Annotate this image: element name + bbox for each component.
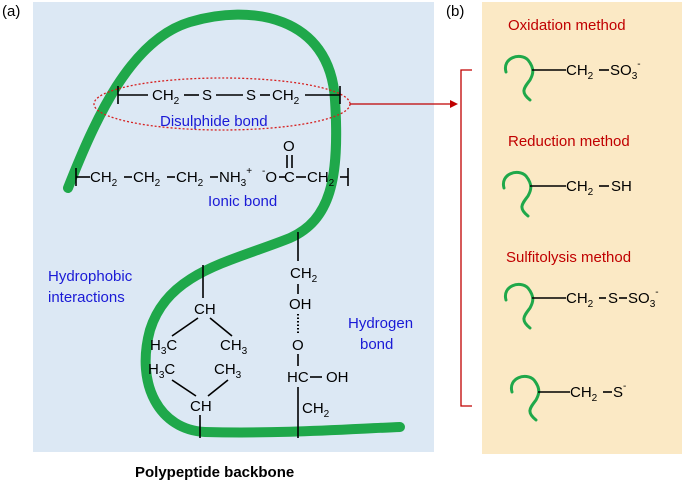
hydrophobic-ch-bottom: CH (190, 398, 212, 415)
ionic-ch2-b: CH2 (133, 169, 161, 189)
ionic-carbonyl-o: O (283, 138, 295, 155)
panel-a-caption: Polypeptide backbone (135, 464, 294, 481)
disulphide-sulfur-1: S (202, 87, 212, 104)
hydrophobic-h3c-left2: H3C (148, 361, 175, 381)
disulphide-ch2-left: CH2 (152, 87, 180, 107)
hydrogen-o-bottom: O (292, 337, 304, 354)
hydrogen-ch2-top: CH2 (290, 265, 318, 285)
hydrogen-ch2-bottom: CH2 (302, 400, 330, 420)
sulfitolysis-so3: SO3- (628, 287, 659, 310)
method-thiolate: CH2 S- (509, 375, 626, 422)
hydrophobic-ch3-right: CH3 (220, 337, 248, 357)
hydrogen-oh-right: OH (326, 369, 349, 386)
method-title-reduction: Reduction method (508, 133, 630, 150)
oxidation-ch2: CH2 (566, 62, 594, 82)
hydrophobic-group: Hydrophobic interactions CH H3C CH3 H3C … (48, 265, 248, 438)
panel-a-background (33, 2, 434, 452)
hydrogen-bond-group: Hydrogen bond CH2 OH O HC OH CH2 (287, 232, 413, 438)
hydrophobic-label-line2: interactions (48, 289, 125, 306)
method-oxidation: Oxidation method CH2 SO3- (503, 17, 641, 102)
ionic-ch2-d: CH2 (307, 169, 335, 189)
sulfitolysis-chain-icon (503, 283, 535, 330)
disulphide-ch2-right: CH2 (272, 87, 300, 107)
thiolate-s-minus: S- (613, 381, 626, 401)
hydrophobic-ch3-right2: CH3 (214, 361, 242, 381)
reduction-chain-icon (501, 171, 533, 218)
polypeptide-backbone (63, 9, 405, 438)
hydrophobic-h3c-left: H3C (150, 337, 177, 357)
method-title-oxidation: Oxidation method (508, 17, 626, 34)
hydrogen-label-line2: bond (360, 336, 393, 353)
hydrophobic-label-line1: Hydrophobic (48, 268, 133, 285)
hydrophobic-ch-top: CH (194, 301, 216, 318)
ionic-bond-group: CH2 CH2 CH2 NH3+ -O O C CH2 Ionic bond (75, 138, 349, 210)
panel-b-label: (b) (446, 3, 464, 20)
connector-arrow (350, 69, 472, 407)
reduction-sh: SH (611, 178, 632, 195)
disulphide-bond-label: Disulphide bond (160, 113, 268, 130)
ionic-bond-label: Ionic bond (208, 193, 277, 210)
ionic-carbon: C (284, 169, 295, 186)
ionic-ch2-a: CH2 (90, 169, 118, 189)
method-sulfitolysis: Sulfitolysis method CH2 S SO3- (503, 249, 659, 330)
oxidation-chain-icon (503, 55, 535, 102)
ionic-nh3-plus: NH3+ (219, 166, 252, 189)
sulfitolysis-s: S (608, 290, 618, 307)
ionic-ch2-c: CH2 (176, 169, 204, 189)
disulphide-sulfur-2: S (246, 87, 256, 104)
panel-a-label: (a) (2, 3, 20, 20)
sulfitolysis-ch2: CH2 (566, 290, 594, 310)
oxidation-so3: SO3- (610, 59, 641, 82)
hydrogen-label-line1: Hydrogen (348, 315, 413, 332)
reduction-ch2: CH2 (566, 178, 594, 198)
hydrogen-oh-top: OH (289, 296, 312, 313)
ionic-o-minus: -O (262, 166, 277, 186)
method-reduction: Reduction method CH2 SH (501, 133, 632, 218)
method-title-sulfitolysis: Sulfitolysis method (506, 249, 631, 266)
hydrogen-hc: HC (287, 369, 309, 386)
thiolate-ch2: CH2 (570, 384, 598, 404)
